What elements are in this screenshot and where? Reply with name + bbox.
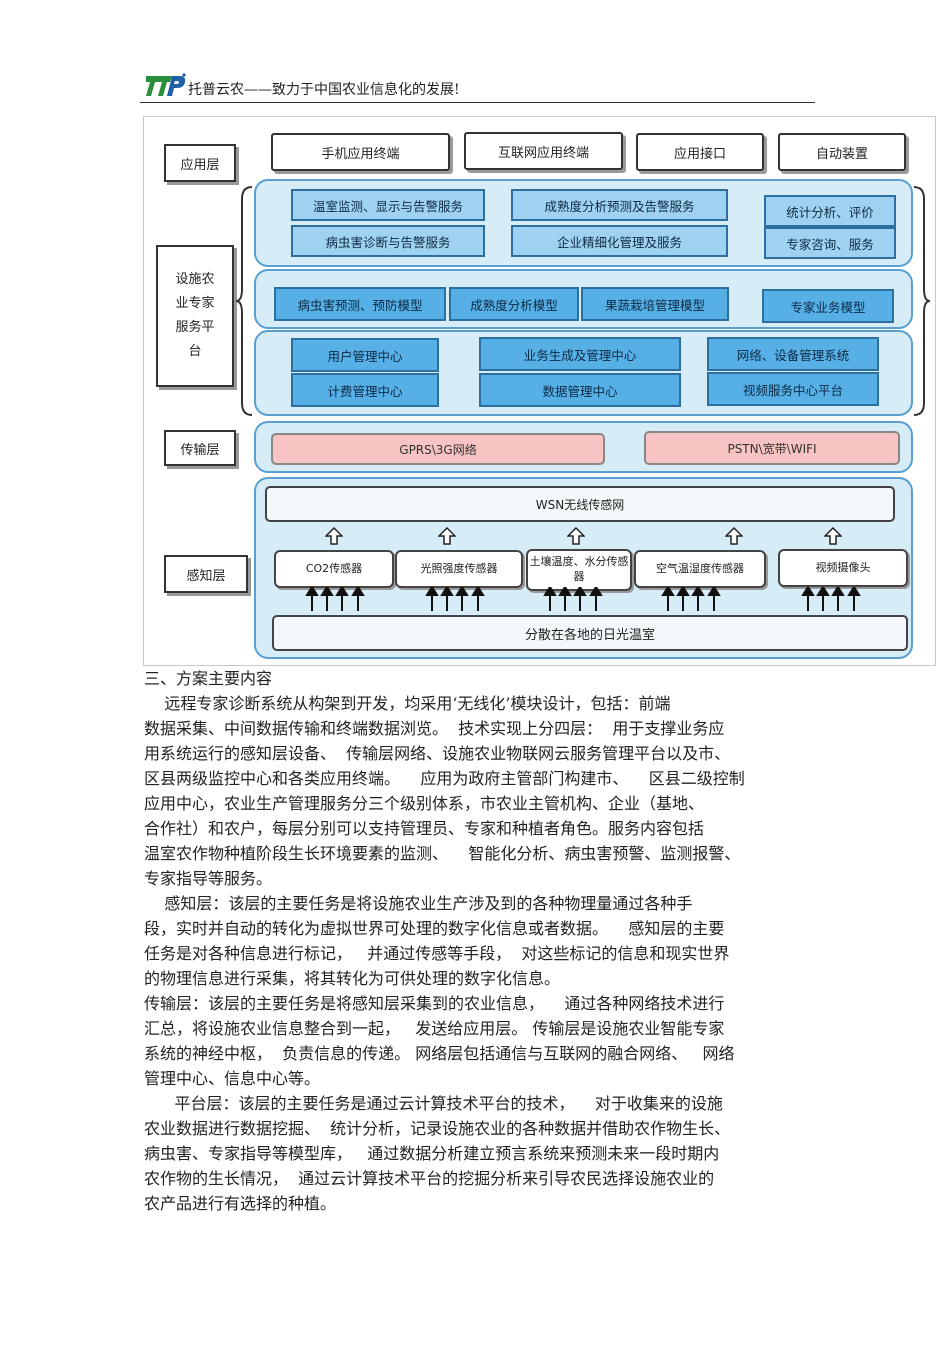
paragraph-line: 平台层：该层的主要任务是通过云计算技术平台的技术， 对于收集来的设施	[144, 1094, 723, 1113]
label-transport-layer: 传输层	[164, 430, 236, 466]
paragraph-line: 病虫害、专家指导等模型库， 通过数据分析建立预言系统来预测未来一段时期内	[144, 1144, 720, 1163]
paragraph-line: 远程专家诊断系统从构架到开发，均采用‘无线化’模块设计，包括：前端	[144, 694, 671, 713]
model-cultivation: 果蔬栽培管理模型	[581, 287, 729, 321]
paragraph-line: 农产品进行有选择的种植。	[144, 1194, 337, 1213]
up-arrow-icon	[824, 527, 842, 545]
app-terminal-auto-device: 自动装置	[778, 133, 906, 171]
sensor-co2: CO2传感器	[274, 550, 394, 588]
paragraph-line: 汇总，将设施农业信息整合到一起， 发送给应用层。 传输层是设施农业智能专家	[144, 1019, 725, 1038]
up-arrow-icon	[438, 527, 456, 545]
paragraph-line: 传输层：该层的主要任务是将感知层采集到的农业信息， 通过各种网络技术进行	[144, 994, 725, 1013]
paragraph-line: 段，实时并自动的转化为虚拟世界可处理的数字化信息或者数据。 感知层的主要	[144, 919, 725, 938]
paragraph-line: 区县两级监控中心和各类应用终端。 应用为政府主管部门构建市、 区县二级控制	[144, 769, 745, 788]
model-expert-business: 专家业务模型	[762, 289, 894, 323]
service-statistics: 统计分析、评价	[764, 195, 896, 227]
up-arrow-icon	[725, 527, 743, 545]
paragraph-line: 农业数据进行数据挖掘、 统计分析，记录设施农业的各种数据并借助农作物生长、	[144, 1119, 731, 1138]
app-terminal-internet: 互联网应用终端	[464, 132, 623, 170]
wsn-network: WSN无线传感网	[265, 486, 895, 522]
center-business-generation: 业务生成及管理中心	[479, 337, 681, 371]
left-brace-icon	[235, 186, 253, 416]
input-arrows-icon	[305, 587, 861, 611]
paragraph-line: 的物理信息进行采集，将其转化为可供处理的数字化信息。	[144, 969, 561, 988]
center-network-device: 网络、设备管理系统	[707, 337, 879, 371]
center-data-management: 数据管理中心	[479, 373, 681, 407]
app-terminal-interface: 应用接口	[636, 133, 764, 171]
label-platform-layer: 设施农 业专家 服务平 台	[156, 245, 234, 387]
center-video-service: 视频服务中心平台	[707, 372, 879, 406]
sensor-soil: 土壤温度、水分传感器	[526, 549, 632, 591]
label-sensing-layer: 感知层	[164, 555, 248, 593]
right-brace-icon	[913, 186, 931, 416]
paragraph-line: 用系统运行的感知层设备、 传输层网络、设施农业物联网云服务管理平台以及市、	[144, 744, 731, 763]
paragraph-line: 温室农作物种植阶段生长环境要素的监测、 智能化分析、病虫害预警、监测报警、	[144, 844, 741, 863]
page-header: 托普云农——致力于中国农业信息化的发展!	[140, 70, 815, 103]
service-enterprise-management: 企业精细化管理及服务	[511, 225, 728, 257]
paragraph-line: 系统的神经中枢， 负责信息的传递。 网络层包括通信与互联网的融合网络、 网络	[144, 1044, 735, 1063]
header-tagline: 托普云农——致力于中国农业信息化的发展!	[188, 82, 460, 98]
model-maturity-analysis: 成熟度分析模型	[449, 287, 579, 321]
service-greenhouse-monitoring: 温室监测、显示与告警服务	[291, 189, 485, 221]
app-terminal-mobile: 手机应用终端	[271, 133, 450, 171]
up-arrow-icon	[567, 527, 585, 545]
service-expert-consult: 专家咨询、服务	[764, 227, 896, 259]
paragraph-line: 任务是对各种信息进行标记， 并通过传感等手段， 对这些标记的信息和现实世界	[144, 944, 730, 963]
sensor-light-intensity: 光照强度传感器	[395, 550, 523, 588]
paragraph-line: 感知层：该层的主要任务是将设施农业生产涉及到的各种物理量通过各种手	[144, 894, 693, 913]
paragraph-line: 合作社）和农户，每层分别可以支持管理员、专家和种植者角色。服务内容包括	[144, 819, 705, 838]
paragraph-line: 专家指导等服务。	[144, 869, 273, 888]
paragraph-line: 管理中心、信息中心等。	[144, 1069, 321, 1088]
label-application-layer: 应用层	[164, 144, 236, 182]
sensor-air: 空气温湿度传感器	[634, 550, 766, 588]
architecture-diagram: 应用层 手机应用终端 互联网应用终端 应用接口 自动装置 设施农 业专家 服务平…	[143, 116, 936, 666]
sensor-video-camera: 视频摄像头	[778, 549, 908, 587]
service-maturity-forecast: 成熟度分析预测及告警服务	[511, 189, 728, 221]
transport-pstn-wifi: PSTN\宽带\WIFI	[644, 431, 900, 465]
service-pest-diagnosis: 病虫害诊断与告警服务	[291, 225, 485, 257]
up-arrow-icon	[325, 527, 343, 545]
model-pest-prediction: 病虫害预测、预防模型	[274, 287, 446, 321]
center-user-management: 用户管理中心	[291, 338, 439, 372]
transport-gprs-3g: GPRS\3G网络	[271, 433, 605, 465]
section-heading: 三、方案主要内容	[144, 669, 273, 688]
tuopu-logo-icon	[146, 73, 186, 96]
center-billing: 计费管理中心	[291, 373, 439, 407]
paragraph-line: 农作物的生长情况， 通过云计算技术平台的挖掘分析来引导农民选择设施农业的	[144, 1169, 715, 1188]
greenhouse-box: 分散在各地的日光温室	[272, 615, 908, 651]
paragraph-line: 应用中心，农业生产管理服务分三个级别体系，市农业主管机构、企业（基地、	[144, 794, 705, 813]
paragraph-line: 数据采集、中间数据传输和终端数据浏览。 技术实现上分四层： 用于支撑业务应	[144, 719, 725, 738]
